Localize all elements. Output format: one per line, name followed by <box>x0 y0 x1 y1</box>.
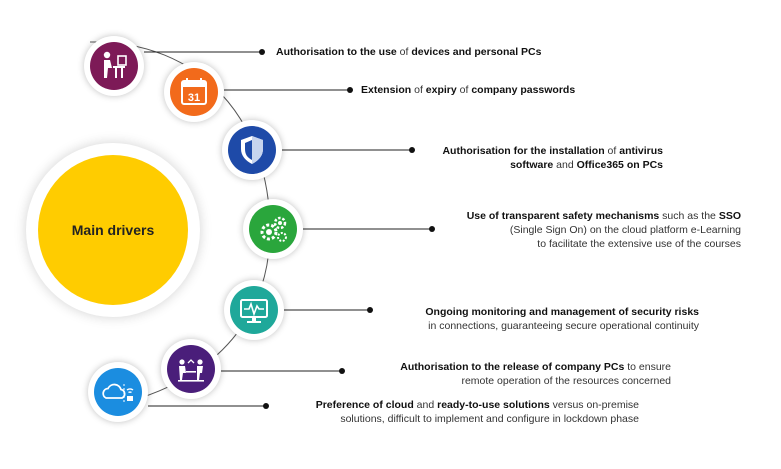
driver-text-regular: and <box>553 159 577 171</box>
driver-text-regular: and <box>413 399 438 411</box>
driver-text-regular: remote operation of the resources concer… <box>461 375 671 387</box>
driver-text-passwords: Extension of expiry of company passwords <box>361 83 575 97</box>
main-drivers-label: Main drivers <box>71 222 155 238</box>
driver-text-line: Authorisation for the installation of an… <box>442 144 663 158</box>
connector-dot <box>259 49 265 55</box>
driver-text-bold: Use of transparent safety mechanisms <box>466 210 660 222</box>
driver-text-bold: Authorisation for the installation <box>442 145 605 157</box>
driver-text-regular: versus on-premise <box>549 399 639 411</box>
node-monitoring <box>224 280 284 340</box>
remote-people-icon <box>167 345 215 393</box>
driver-text-regular: of <box>604 145 620 157</box>
driver-text-bold: Extension <box>361 84 412 96</box>
driver-text-monitoring: Ongoing monitoring and management of sec… <box>425 305 699 333</box>
driver-text-devices: Authorisation to the use of devices and … <box>276 45 541 59</box>
connector-dot <box>429 226 435 232</box>
driver-text-bold: ready-to-use solutions <box>437 399 550 411</box>
driver-text-bold: expiry <box>425 84 457 96</box>
connector-dot <box>339 368 345 374</box>
driver-text-regular: to facilitate the extensive use of the c… <box>537 238 741 250</box>
driver-text-bold: Ongoing monitoring and management of sec… <box>425 306 699 318</box>
person-with-laptop-icon <box>90 42 138 90</box>
driver-text-line: software and Office365 on PCs <box>442 158 663 172</box>
driver-text-line: in connections, guaranteeing secure oper… <box>425 319 699 333</box>
driver-text-line: Ongoing monitoring and management of sec… <box>425 305 699 319</box>
calendar-icon: 31 <box>170 68 218 116</box>
gears-icon <box>249 205 297 253</box>
driver-text-regular: solutions, difficult to implement and co… <box>340 413 639 425</box>
node-sso <box>243 199 303 259</box>
connector-dot <box>367 307 373 313</box>
driver-text-line: Authorisation to the use of devices and … <box>276 45 541 59</box>
driver-text-line: remote operation of the resources concer… <box>400 374 671 388</box>
driver-text-bold: antivirus <box>619 145 663 157</box>
node-release-pcs <box>161 339 221 399</box>
node-devices <box>84 36 144 96</box>
driver-text-regular: of <box>456 84 472 96</box>
driver-text-line: Preference of cloud and ready-to-use sol… <box>316 398 639 412</box>
driver-text-release-pcs: Authorisation to the release of company … <box>400 360 671 388</box>
node-passwords: 31 <box>164 62 224 122</box>
connector-dot <box>409 147 415 153</box>
driver-text-regular: such as the <box>659 210 719 222</box>
driver-text-bold: software <box>510 159 554 171</box>
node-cloud-solutions <box>88 362 148 422</box>
driver-text-regular: (Single Sign On) on the cloud platform e… <box>509 224 741 236</box>
driver-text-antivirus: Authorisation for the installation of an… <box>442 144 663 172</box>
driver-text-line: Authorisation to the release of company … <box>400 360 671 374</box>
driver-text-regular: to ensure <box>624 361 671 373</box>
driver-text-bold: SSO <box>718 210 741 222</box>
connector-dot <box>263 403 269 409</box>
driver-text-line: (Single Sign On) on the cloud platform e… <box>467 223 741 237</box>
driver-text-bold: Authorisation to the release of company … <box>400 361 625 373</box>
driver-text-bold: Authorisation to the use <box>276 46 397 58</box>
driver-text-line: Use of transparent safety mechanisms suc… <box>467 209 741 223</box>
shield-icon <box>228 126 276 174</box>
node-antivirus <box>222 120 282 180</box>
main-drivers-disc: Main drivers <box>38 155 188 305</box>
driver-text-bold: devices and personal PCs <box>411 46 542 58</box>
calendar-day: 31 <box>188 92 200 104</box>
driver-text-sso: Use of transparent safety mechanisms suc… <box>467 209 741 251</box>
driver-text-line: solutions, difficult to implement and co… <box>316 412 639 426</box>
main-drivers-circle: Main drivers <box>26 143 200 317</box>
driver-text-regular: of <box>396 46 412 58</box>
driver-text-line: Extension of expiry of company passwords <box>361 83 575 97</box>
monitor-pulse-icon <box>230 286 278 334</box>
connector-dot <box>347 87 353 93</box>
driver-text-regular: in connections, guaranteeing secure oper… <box>428 320 699 332</box>
cloud-wifi-icon <box>94 368 142 416</box>
driver-text-line: to facilitate the extensive use of the c… <box>467 237 741 251</box>
driver-text-cloud-solutions: Preference of cloud and ready-to-use sol… <box>316 398 639 426</box>
driver-text-bold: Preference of cloud <box>315 399 414 411</box>
driver-text-bold: Office365 on PCs <box>576 159 663 171</box>
driver-text-regular: of <box>411 84 426 96</box>
driver-text-bold: company passwords <box>471 84 576 96</box>
